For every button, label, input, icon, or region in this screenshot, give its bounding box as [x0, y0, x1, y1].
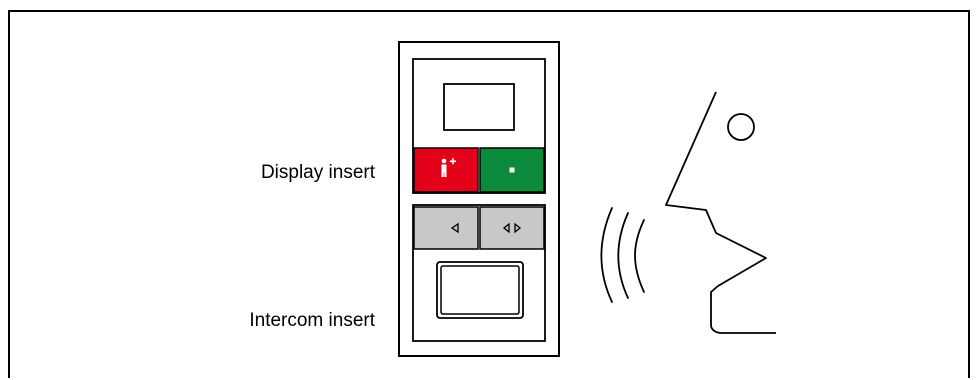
intercom-insert-label: Intercom insert [249, 310, 375, 331]
triangles-left-right-icon [502, 222, 522, 234]
speaking-head-icon [665, 91, 776, 334]
speaker-grille-inner [440, 265, 520, 315]
square-dot-icon [509, 167, 515, 173]
head-eye-circle [727, 113, 755, 141]
person-plus-icon [441, 158, 456, 177]
triangle-left-icon [450, 222, 459, 234]
speaker-both-button[interactable] [479, 206, 545, 250]
display-screen [443, 83, 515, 131]
diagram-frame [8, 10, 970, 378]
sound-waves-icon [600, 207, 645, 303]
speaker-left-button[interactable] [413, 206, 479, 250]
display-insert-label: Display insert [260, 162, 375, 183]
